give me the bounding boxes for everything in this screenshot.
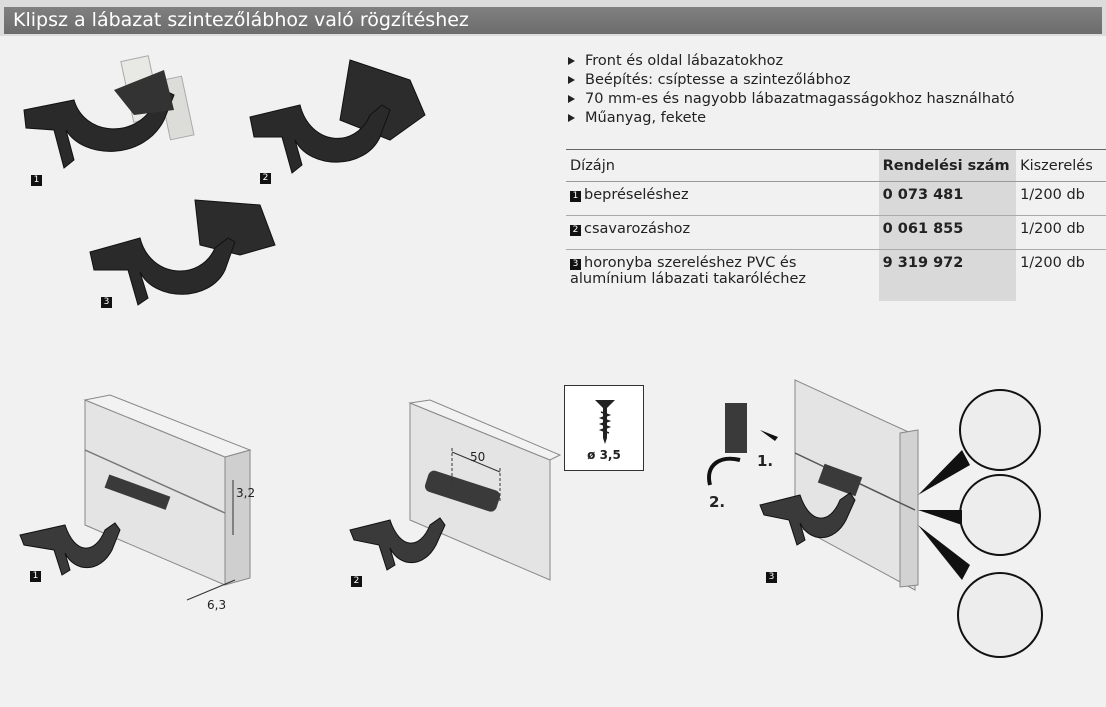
product-badge-3: 3 [101,297,112,308]
product-badge-1: 1 [31,175,42,186]
step-label-2: 2. [709,493,726,511]
row-badge: 1 [570,191,581,202]
row-badge: 3 [570,259,581,270]
col-header-order-no: Rendelési szám [878,149,1017,182]
install-badge-1: 1 [30,571,41,582]
table-header-row: Dízájn Rendelési szám Kiszerelés [566,149,1106,182]
col-header-pack: Kiszerelés [1020,157,1093,174]
screw-box: ø 3,5 [564,385,644,471]
step-label-1: 1. [757,452,774,470]
dim-groove-depth: 6,3 [207,598,227,612]
install-badge-3: 3 [766,572,777,583]
screw-icon [595,400,615,444]
product-image-3 [89,199,276,306]
product-badge-2: 2 [260,173,271,184]
product-image-2 [249,59,426,174]
row-pack: 1/200 db [1020,255,1085,271]
row-design-line2: alumínium lábazati takaróléchez [570,271,806,287]
row-order-no: 0 073 481 [878,181,1017,216]
install-diagram-3 [707,379,1043,658]
install-badge-2: 2 [351,576,362,587]
page-title: Klipsz a lábazat szintezőlábhoz való rög… [13,9,469,31]
dim-groove-width: 3,2 [236,486,256,500]
row-pack: 1/200 db [1020,221,1085,237]
feature-item: 70 mm-es és nagyobb lábazatmagasságokhoz… [566,90,1014,109]
row-badge: 2 [570,225,581,236]
row-design: csavarozáshoz [584,221,691,237]
feature-item: Műanyag, fekete [566,109,1014,128]
header: Klipsz a lábazat szintezőlábhoz való rög… [0,0,1106,36]
feature-item: Beépítés: csíptesse a szintezőlábhoz [566,71,1014,90]
screw-size: ø 3,5 [587,448,621,462]
install-diagram-2 [349,399,562,581]
row-design: horonyba szereléshez PVC és [584,255,797,271]
row-order-no: 9 319 972 [878,249,1017,301]
row-design: bepréseléshez [584,187,689,203]
install-diagram-1 [19,394,252,601]
feature-list: Front és oldal lábazatokhoz Beépítés: cs… [566,52,1014,128]
product-image-1 [23,55,195,169]
col-header-design: Dízájn [570,157,615,174]
header-bar: Klipsz a lábazat szintezőlábhoz való rög… [4,7,1102,34]
row-order-no: 0 061 855 [878,215,1017,250]
row-pack: 1/200 db [1020,187,1085,203]
feature-item: Front és oldal lábazatokhoz [566,52,1014,71]
dim-hole-spacing: 50 [470,450,486,464]
